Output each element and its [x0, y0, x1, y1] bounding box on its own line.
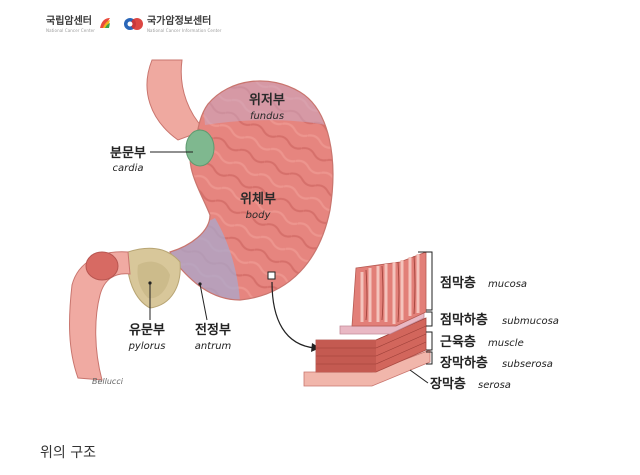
cardia-region [186, 130, 214, 166]
layer-label-ko: 장막하층 [440, 355, 488, 371]
layer-label-submucosa: 점막하층 submucosa [440, 312, 559, 328]
wall-cross-section [304, 252, 430, 386]
layer-label-en: muscle [488, 338, 524, 349]
cardia-label-en: cardia [113, 163, 144, 174]
zoom-marker [268, 272, 275, 279]
pylorus-label: 유문부 [129, 323, 165, 338]
layer-label-serosa: 장막층 serosa [430, 376, 511, 392]
esophagus [147, 60, 205, 140]
figure-caption: 위의 구조 [40, 442, 96, 462]
fundus-label-en: fundus [250, 111, 284, 122]
layer-label-ko: 점막층 [440, 275, 476, 291]
fundus-label: 위저부 [249, 93, 285, 108]
pylorus-label-en: pylorus [128, 341, 166, 352]
stomach-diagram: Bellucci 위저부 fundus 분문부 cardia 위체부 body … [0, 0, 640, 430]
artist-signature: Bellucci [92, 377, 124, 386]
antrum-label-en: antrum [195, 341, 232, 352]
antrum-label: 전정부 [195, 322, 231, 338]
layer-label-en: subserosa [502, 359, 553, 370]
layer-label-muscle: 근육층 muscle [440, 334, 524, 350]
layer-label-en: submucosa [502, 316, 559, 327]
body-label-en: body [246, 210, 272, 221]
layer-label-ko: 장막층 [430, 376, 466, 392]
layer-label-en: mucosa [488, 279, 527, 290]
zoom-arrow [272, 282, 315, 348]
layer-label-ko: 점막하층 [440, 312, 488, 328]
layer-label-subserosa: 장막하층 subserosa [440, 355, 553, 371]
layer-label-ko: 근육층 [440, 334, 476, 350]
layer-label-mucosa: 점막층 mucosa [440, 275, 527, 291]
layer-label-en: serosa [478, 380, 511, 391]
cardia-label: 분문부 [110, 146, 146, 161]
body-label: 위체부 [240, 192, 276, 207]
